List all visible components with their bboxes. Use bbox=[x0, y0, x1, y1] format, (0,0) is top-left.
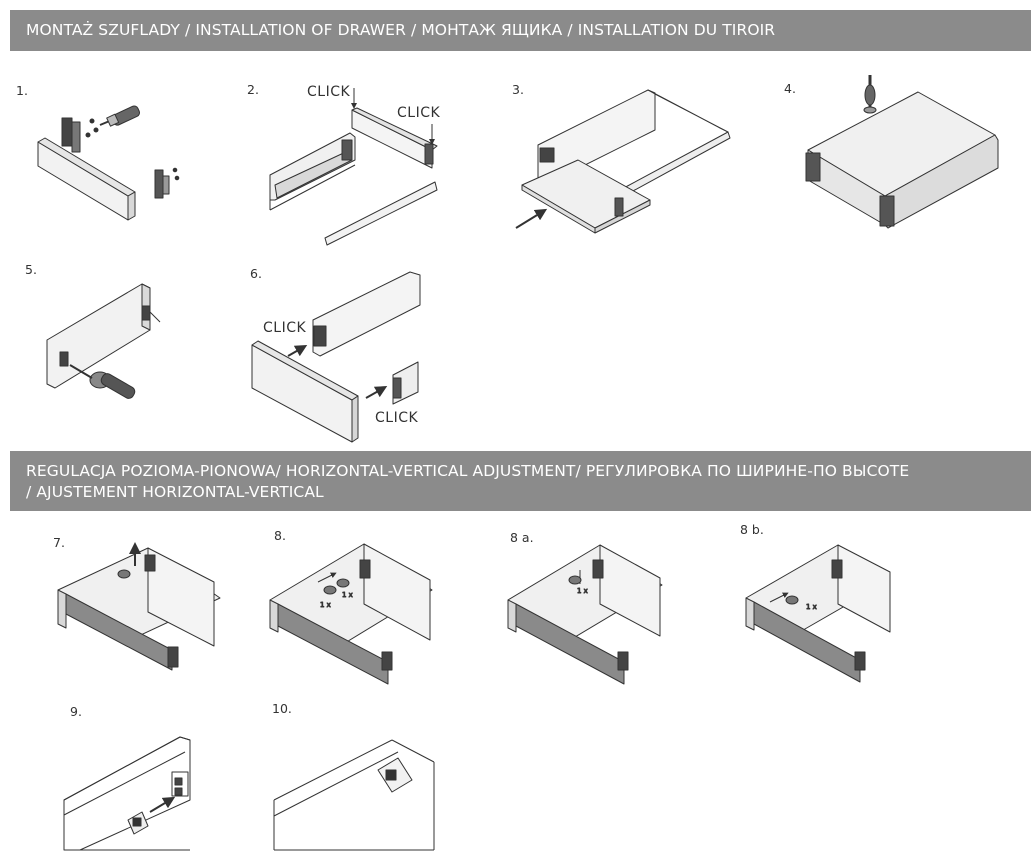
one-x-label: 1 x bbox=[342, 591, 353, 599]
step-7-illustration bbox=[57, 542, 221, 671]
click-label-step6-bottom: CLICK bbox=[375, 410, 419, 426]
step-2-illustration bbox=[269, 88, 438, 246]
step-1-number: 1. bbox=[16, 83, 28, 98]
arrow-icon bbox=[149, 796, 176, 813]
adjustment-title-line2: / AJUSTEMENT HORIZONTAL-VERTICAL bbox=[26, 483, 324, 501]
one-x-label: 1 x bbox=[320, 601, 331, 609]
step-4-number: 4. bbox=[784, 81, 796, 96]
step-7-number: 7. bbox=[53, 535, 65, 550]
step-9-number: 9. bbox=[70, 704, 82, 719]
step-8a-illustration bbox=[507, 544, 663, 685]
step-5-number: 5. bbox=[25, 262, 37, 277]
step-5-illustration bbox=[46, 283, 161, 399]
installation-section-header: MONTAŻ SZUFLADY / INSTALLATION OF DRAWER… bbox=[10, 10, 1031, 51]
step-10-number: 10. bbox=[272, 701, 292, 716]
click-label-step2-side: CLICK bbox=[397, 105, 441, 121]
arrow-icon bbox=[365, 386, 388, 399]
step-8b-number: 8 b. bbox=[740, 522, 764, 537]
one-x-label: 1 x bbox=[577, 587, 588, 595]
front-clip-icon bbox=[385, 769, 397, 781]
step-8-illustration bbox=[269, 543, 433, 685]
click-label-step6-front: CLICK bbox=[263, 320, 307, 336]
step-3-illustration bbox=[515, 89, 731, 234]
step-10-illustration bbox=[273, 739, 435, 851]
step-9-illustration bbox=[63, 736, 191, 851]
screwdriver-icon bbox=[99, 105, 140, 127]
arrow-icon bbox=[515, 208, 548, 229]
front-clip-icon bbox=[132, 817, 142, 827]
adjustment-section-header: REGULACJA POZIOMA-PIONOWA/ HORIZONTAL-VE… bbox=[10, 451, 1031, 511]
click-label-step2-top: CLICK bbox=[307, 84, 351, 100]
step-1-illustration bbox=[37, 105, 180, 221]
adjustment-title-line1: REGULACJA POZIOMA-PIONOWA/ HORIZONTAL-VE… bbox=[26, 462, 910, 480]
installation-section-title: MONTAŻ SZUFLADY / INSTALLATION OF DRAWER… bbox=[26, 21, 776, 39]
step-8a-number: 8 a. bbox=[510, 530, 534, 545]
arrow-icon bbox=[287, 345, 308, 357]
step-3-number: 3. bbox=[512, 82, 524, 97]
step-4-illustration bbox=[805, 75, 999, 229]
step-8-number: 8. bbox=[274, 528, 286, 543]
step-6-number: 6. bbox=[250, 266, 262, 281]
step-8b-illustration bbox=[745, 544, 891, 683]
step-6-illustration bbox=[251, 271, 421, 443]
step-2-number: 2. bbox=[247, 82, 259, 97]
one-x-label: 1 x bbox=[806, 603, 817, 611]
screwdriver-icon bbox=[69, 364, 136, 399]
